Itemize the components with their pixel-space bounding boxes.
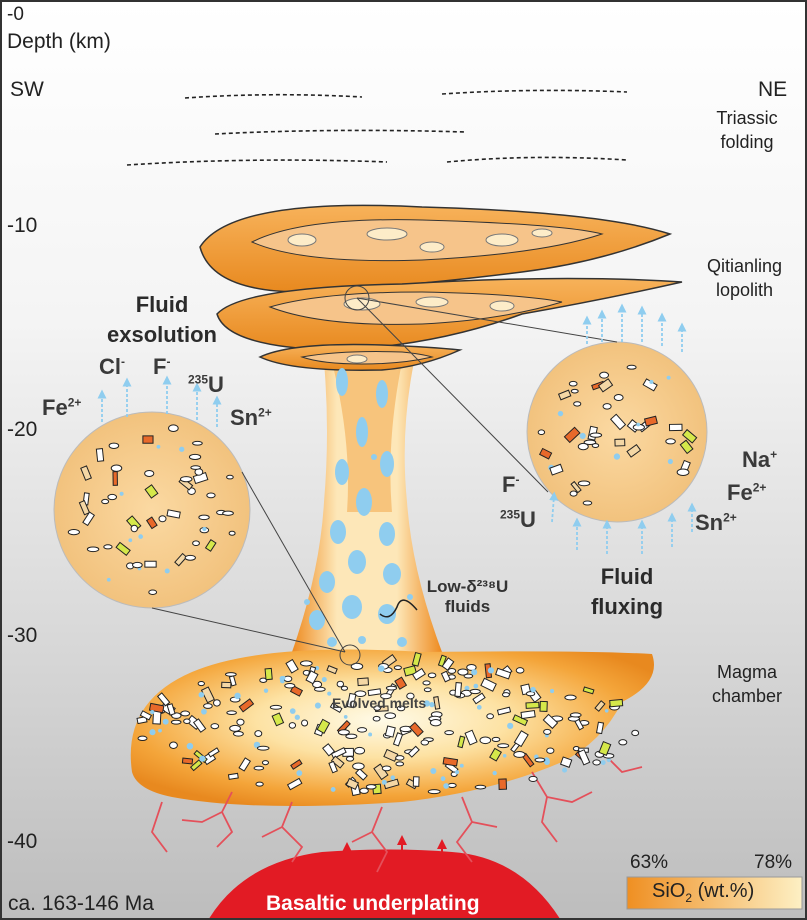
fluid-fluxing-inset	[526, 341, 708, 523]
ion-na: Na+	[742, 447, 778, 472]
sio2-color-bar	[626, 876, 803, 910]
ion-f-right: F-	[502, 472, 520, 497]
ion-sn-right: Sn2+	[695, 510, 737, 535]
ion-u235-left: 235U	[188, 372, 224, 397]
depth-tick-30: -30	[7, 624, 38, 647]
low-u-fluids-label: Low-δ²³⁸U fluids	[426, 577, 509, 616]
lopolith-fluid-pockets	[287, 227, 553, 364]
ion-cl: Cl-	[99, 354, 125, 379]
depth-tick-20: -20	[7, 418, 38, 441]
sio2-min-label: 63%	[630, 852, 669, 873]
ion-u235-right: 235U	[500, 507, 536, 532]
chamber-crystals	[136, 651, 640, 797]
sio2-max-label: 78%	[754, 852, 793, 873]
fluid-exsolution-label: Fluid exsolution	[106, 292, 217, 347]
sw-label: SW	[10, 78, 44, 101]
triassic-folding-label: Triassic folding	[716, 108, 778, 152]
ne-label: NE	[758, 78, 788, 101]
low-u-pointer	[379, 599, 418, 618]
depth-tick-40: -40	[7, 830, 38, 853]
ion-fe-left: Fe2+	[42, 395, 82, 420]
basalt-crack-network	[150, 751, 643, 873]
basaltic-underplating-label: Basaltic underplating	[266, 892, 480, 915]
basaltic-underplating-body	[209, 849, 560, 918]
conduit-fluid-bubbles	[304, 368, 413, 647]
triassic-folding-lines	[126, 89, 628, 166]
fluid-arrows	[97, 303, 697, 554]
sio2-unit-label: SiO2 (wt.%)	[652, 880, 755, 905]
underplating-arrows	[342, 835, 447, 872]
ion-f-left: F-	[153, 354, 171, 379]
depth-tick-10: -10	[7, 214, 38, 237]
depth-tick-0: -0	[7, 4, 24, 25]
magma-chamber-label: Magma chamber	[711, 662, 783, 706]
ion-sn-left: Sn2+	[230, 405, 272, 430]
depth-axis-label: Depth (km)	[7, 30, 111, 53]
evolved-melts-label: Evolved melts	[332, 695, 427, 711]
qitianling-lopolith-label: Qitianling lopolith	[706, 256, 783, 300]
fluid-exsolution-inset	[53, 411, 251, 609]
fluid-fluxing-label: Fluid fluxing	[590, 564, 664, 619]
ion-fe-right: Fe2+	[727, 480, 767, 505]
inset-connector-lines	[151, 285, 618, 666]
age-label: ca. 163-146 Ma	[8, 892, 154, 915]
